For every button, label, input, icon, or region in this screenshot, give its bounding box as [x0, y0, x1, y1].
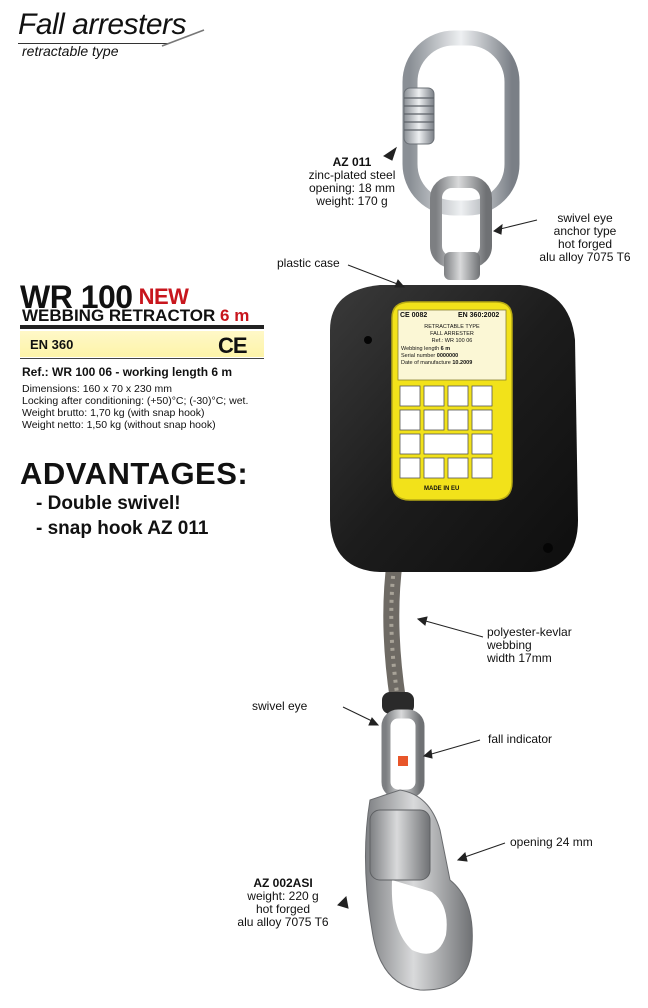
- spec-line: Weight netto: 1,50 kg (without snap hook…: [22, 419, 216, 431]
- swivel-eye-bottom: [381, 692, 425, 799]
- callout-opening: opening 24 mm: [510, 835, 593, 849]
- label-ce: CE 0082: [400, 312, 428, 319]
- device-label: [391, 301, 513, 501]
- title-underline: [18, 43, 168, 44]
- spec-line: Locking after conditioning: (+50)°C; (-3…: [22, 395, 249, 407]
- title-underline-slash: [161, 29, 205, 47]
- page-subtitle: retractable type: [22, 43, 119, 59]
- callout-swivel-eye-top: swivel eye anchor type hot forged alu al…: [539, 211, 631, 264]
- product-type: WEBBING RETRACTOR 6 m: [22, 306, 250, 325]
- advantage-item: - Double swivel!: [36, 493, 181, 514]
- advantage-item: - snap hook AZ 011: [36, 518, 209, 539]
- spec-line: Weight brutto: 1,70 kg (with snap hook): [22, 407, 205, 419]
- callout-az011: AZ 011 zinc-plated steel opening: 18 mm …: [308, 155, 396, 208]
- carabiner-az011: [402, 30, 520, 216]
- standard-label: EN 360: [30, 337, 74, 352]
- standard-bar: [20, 331, 264, 357]
- product-reference: Ref.: WR 100 06 - working length 6 m: [22, 365, 233, 379]
- callout-webbing: polyester-kevlar webbing width 17mm: [487, 625, 572, 665]
- label-made-in: MADE IN EU: [424, 486, 460, 492]
- page-title: Fall arresters: [18, 8, 187, 41]
- callout-fall-indicator: fall indicator: [488, 732, 553, 746]
- label-fields: Webbing length 6 m Serial number 0000000…: [401, 346, 473, 366]
- callout-arrows: [337, 146, 538, 909]
- callout-az002asi: AZ 002ASI weight: 220 g hot forged alu a…: [237, 876, 329, 929]
- callout-swivel-eye-bottom: swivel eye: [252, 699, 308, 713]
- swivel-eye-top: [430, 176, 492, 280]
- ce-mark: CE: [218, 333, 248, 358]
- label-standard: EN 360:2002: [458, 312, 500, 319]
- spec-line: Dimensions: 160 x 70 x 230 mm: [22, 383, 172, 395]
- product-rule: [20, 325, 264, 329]
- new-badge: NEW: [138, 284, 189, 309]
- standard-rule: [20, 358, 264, 359]
- advantages-title: ADVANTAGES:: [20, 456, 249, 491]
- snap-hook-az002asi: [364, 789, 473, 991]
- callout-plastic-case: plastic case: [277, 256, 340, 270]
- product-length: 6 m: [220, 306, 250, 325]
- webbing: [383, 558, 406, 702]
